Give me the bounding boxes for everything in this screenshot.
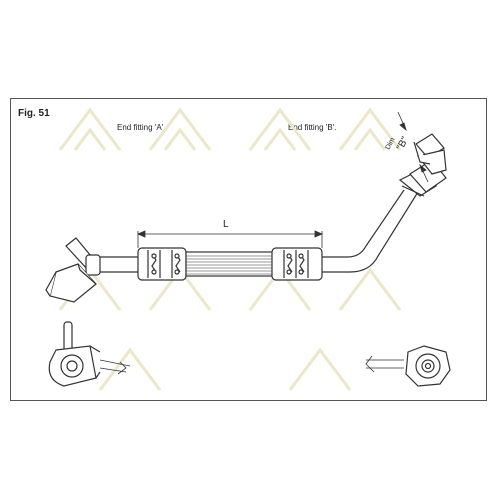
dim-b-dimension bbox=[397, 111, 429, 183]
right-tube-fitting-b bbox=[398, 133, 447, 197]
right-metal-pipe bbox=[322, 189, 419, 273]
flexible-hose-body bbox=[185, 251, 275, 277]
watermark-logos bbox=[58, 107, 402, 391]
end-view-a bbox=[48, 321, 131, 387]
end-fitting-a-label: End fitting 'A'. bbox=[117, 123, 166, 132]
left-banjo-fitting bbox=[45, 237, 101, 303]
length-dimension-label: L bbox=[223, 219, 229, 230]
end-fitting-b-label: End fitting 'B'. bbox=[288, 123, 337, 132]
dim-b-label: "B" bbox=[395, 135, 411, 153]
left-crimp-collar bbox=[137, 247, 187, 281]
drawing-frame bbox=[10, 98, 487, 401]
end-view-b bbox=[365, 345, 451, 387]
right-crimp-collar bbox=[271, 247, 323, 281]
length-dimension bbox=[136, 230, 324, 248]
figure-label: Fig. 51 bbox=[18, 108, 50, 119]
